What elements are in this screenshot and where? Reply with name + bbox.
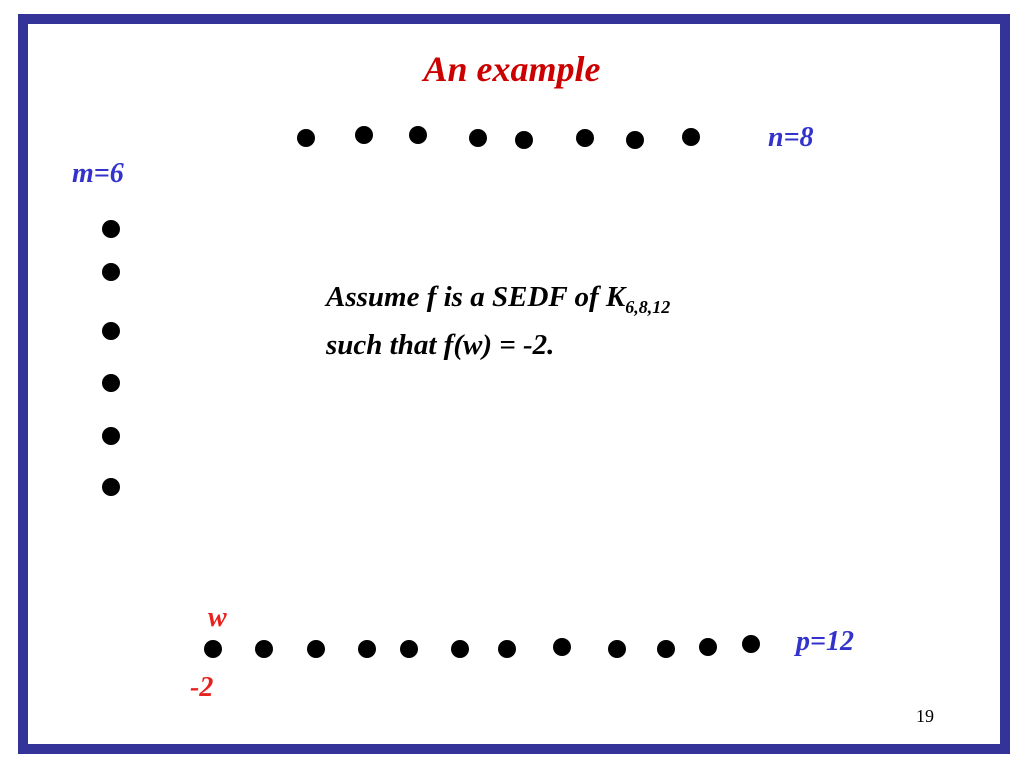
vertex: [355, 126, 373, 144]
vertex: [102, 478, 120, 496]
assumption-text: Assume f is a SEDF of K6,8,12 such that …: [326, 278, 670, 364]
vertex: [102, 263, 120, 281]
assumption-line-1-text: Assume f is a SEDF of K: [326, 281, 626, 313]
vertex: [409, 126, 427, 144]
slide-frame: [18, 14, 1010, 754]
vertex: [451, 640, 469, 658]
vertex-w-value: -2: [190, 672, 214, 703]
p-partition-label: p=12: [796, 626, 854, 657]
vertex: [102, 220, 120, 238]
vertex: [469, 129, 487, 147]
vertex: [742, 635, 760, 653]
vertex: [400, 640, 418, 658]
vertex: [358, 640, 376, 658]
vertex: [699, 638, 717, 656]
vertex: [102, 427, 120, 445]
assumption-line-2: such that f(w) = -2.: [326, 328, 555, 361]
vertex: [576, 129, 594, 147]
m-partition-label: m=6: [72, 158, 124, 189]
vertex: [682, 128, 700, 146]
graph-subscript: 6,8,12: [625, 296, 671, 317]
assumption-line-1: Assume f is a SEDF of K6,8,12: [326, 278, 670, 326]
vertex: [608, 640, 626, 658]
vertex: [657, 640, 675, 658]
page-number: 19: [916, 706, 934, 726]
vertex: [102, 322, 120, 340]
vertex: [626, 131, 644, 149]
vertex: [515, 131, 533, 149]
vertex-w: [204, 640, 222, 658]
vertex: [553, 638, 571, 656]
vertex: [297, 129, 315, 147]
slide-title: An example: [423, 49, 601, 89]
vertex: [102, 374, 120, 392]
vertex: [498, 640, 516, 658]
vertex: [307, 640, 325, 658]
vertex: [255, 640, 273, 658]
n-partition-label: n=8: [768, 122, 814, 153]
vertex-w-label: w: [208, 602, 227, 633]
